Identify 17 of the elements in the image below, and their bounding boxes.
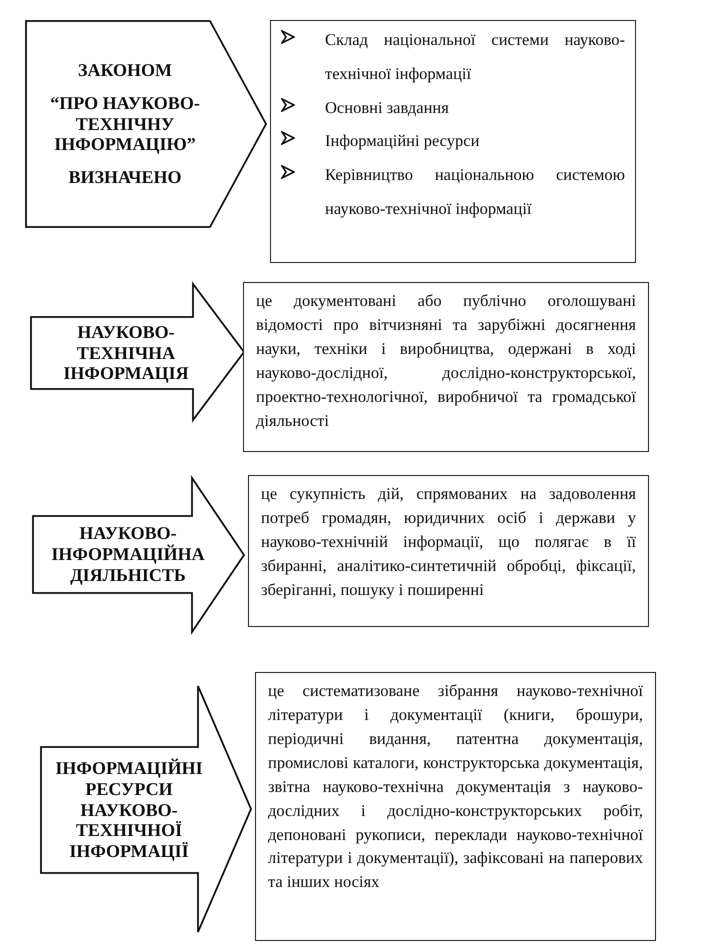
definition-text: це систематизоване зібрання науково-технічної літератури і документації (книги, брошури, періодичні видання, патентна документація, промислові каталоги, конструкторська документація, звітна науково-технічна документація з науково-дослідних і дослідно-конструкторських робіт, депоновані рукописи, переклади науково-технічної літератури і документації), зафіксовані на паперових та інших носіях (268, 680, 643, 894)
arrow-label: ВИЗНАЧЕНО (68, 167, 182, 188)
definition-text: це документовані або публічно оголошувані відомості про вітчизняні та зарубіжні досягнення науки, техніки і виробництва, одержані в ході науково-дослідної, дослідно-конструкторської, проектно-технологічної, виробничої та громадської діяльності (256, 290, 636, 432)
definition-text: це сукупність дій, спрямованих на задоволення потреб громадян, юридичних осіб і держави у науково-технічній інформації, що полягає в її збиранні, аналітико-синтетичній обробці, фіксації, зберіганні, пошуку і поширенні (261, 483, 636, 601)
definition-box (243, 282, 649, 452)
list-item: Інформаційні ресурси (325, 130, 480, 152)
list-item: Склад національної системи науково-технічної інформації (325, 29, 625, 85)
arrow-label: “ПРО НАУКОВО-ТЕХНІЧНУ ІНФОРМАЦІЮ” (49, 92, 201, 156)
bullet-list-box (270, 20, 636, 263)
list-item: Керівництво національною системою науково-технічної інформації (325, 164, 625, 220)
arrow-label: НАУКОВО-ТЕХНІЧНА ІНФОРМАЦІЯ (62, 322, 190, 384)
arrow-label: ЗАКОНОМ (78, 60, 172, 81)
list-item: Основні завдання (325, 96, 449, 119)
definition-box (255, 672, 656, 941)
definition-box (248, 475, 649, 627)
arrow-label: ІНФОРМАЦІЙНІ РЕСУРСИ НАУКОВО-ТЕХНІЧНОЇ ІНФОРМАЦІЇ (54, 758, 204, 862)
arrow-label: НАУКОВО-ІНФОРМАЦІЙНА ДІЯЛЬНІСТЬ (50, 523, 206, 586)
